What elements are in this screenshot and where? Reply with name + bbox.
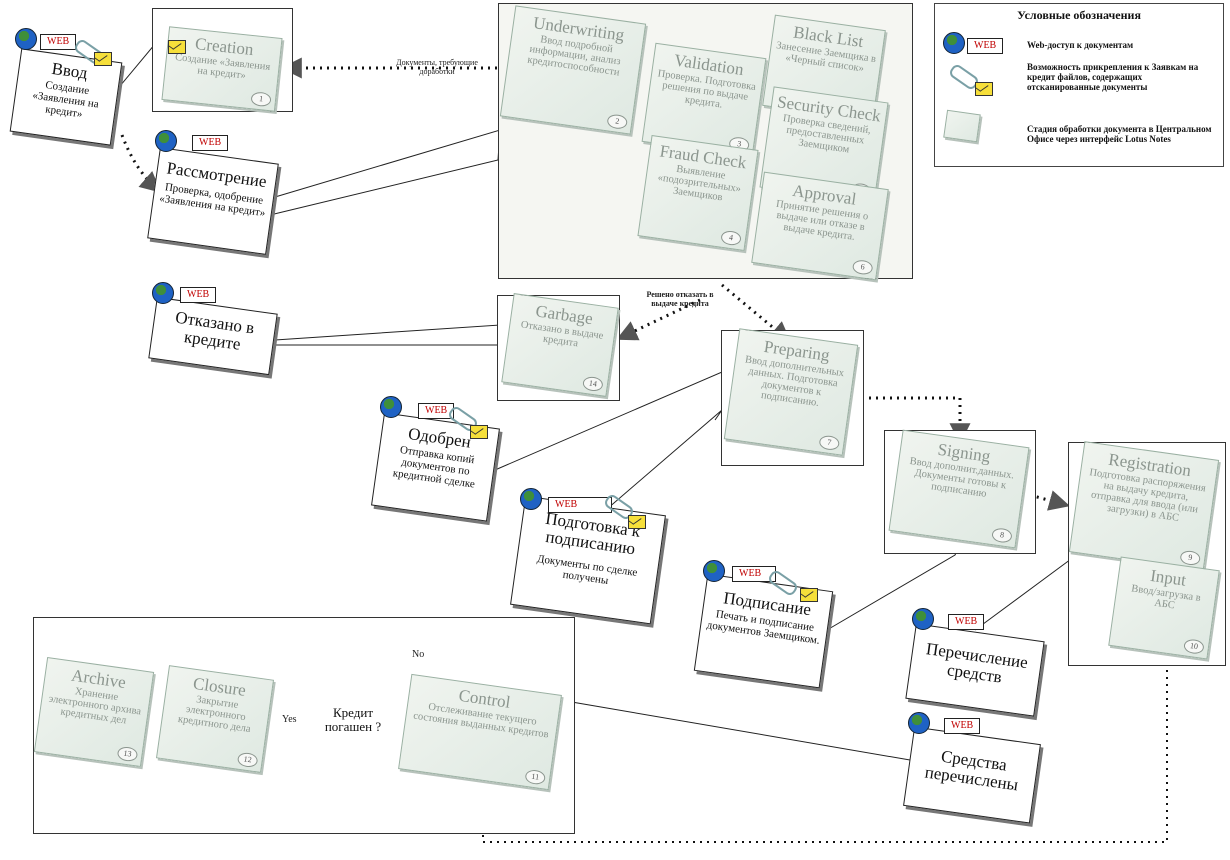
web-badge[interactable]: WEB xyxy=(948,614,985,630)
envelope-icon xyxy=(800,588,818,602)
globe-icon xyxy=(943,32,965,54)
stage-archive[interactable]: Archive Хранение электронного архива кре… xyxy=(33,656,155,768)
web-badge[interactable]: WEB xyxy=(418,403,455,419)
flow-to-control xyxy=(476,663,1168,843)
stage-number: 4 xyxy=(720,229,742,247)
legend-attach-desc: Возможность прикрепления к Заявкам на кр… xyxy=(1027,62,1199,92)
pointer-control xyxy=(559,699,911,761)
envelope-icon xyxy=(975,82,993,96)
stage-number: 8 xyxy=(991,527,1013,544)
callout-title: Перечисление средств xyxy=(924,639,1030,687)
globe-icon xyxy=(912,608,934,630)
stage-garbage[interactable]: Garbage Отказано в выдаче кредита 14 xyxy=(501,293,619,397)
web-badge[interactable]: WEB xyxy=(40,34,77,50)
envelope-icon xyxy=(168,40,186,54)
web-badge[interactable]: WEB xyxy=(180,287,217,303)
stage-number: 10 xyxy=(1183,638,1205,655)
flow-to-signing xyxy=(862,396,971,445)
globe-icon xyxy=(380,396,402,418)
legend-web-desc: Web-доступ к документам xyxy=(1027,40,1134,50)
stage-number: 14 xyxy=(582,375,604,393)
pointer-garbage xyxy=(274,324,501,346)
stage-number: 6 xyxy=(851,259,874,276)
stage-fraud[interactable]: Fraud Check Выявление «подозрительных» З… xyxy=(637,134,759,252)
pointer-main-panel xyxy=(264,129,501,216)
stage-registration[interactable]: Registration Подготовка распоряжения на … xyxy=(1068,441,1220,571)
stage-number: 2 xyxy=(606,113,629,130)
stage-underwriting[interactable]: Underwriting Ввод подробной информации, … xyxy=(499,5,647,135)
decision-yes-label: Yes xyxy=(280,714,299,725)
globe-icon xyxy=(152,282,174,304)
globe-icon xyxy=(908,712,930,734)
callout-rassmotrenie[interactable]: Рассмотрение Проверка, одобрение «Заявле… xyxy=(147,147,279,255)
stage-preparing[interactable]: Preparing Ввод дополнительных данных. По… xyxy=(723,328,859,456)
globe-icon xyxy=(703,560,725,582)
envelope-icon xyxy=(94,52,112,66)
stage-signing[interactable]: Signing Ввод дополнит.данных. Документы … xyxy=(888,429,1030,549)
web-badge[interactable]: WEB xyxy=(944,718,981,734)
web-badge[interactable]: WEB xyxy=(732,566,776,582)
globe-icon xyxy=(520,488,542,510)
stage-number: 12 xyxy=(236,751,259,769)
stage-number: 1 xyxy=(250,91,272,108)
web-badge[interactable]: WEB xyxy=(548,497,612,513)
stage-number: 11 xyxy=(524,768,547,786)
legend: Условные обозначения WEB Web-доступ к до… xyxy=(934,3,1224,167)
legend-stage-desc: Стадия обработки документа в Центральном… xyxy=(1027,124,1212,144)
callout-title: Средства перечислены xyxy=(923,746,1020,795)
globe-icon xyxy=(155,130,177,152)
stage-number: 13 xyxy=(116,745,139,763)
decision-text: Кредит погашен ? xyxy=(324,705,382,734)
envelope-icon xyxy=(628,515,646,529)
pointer-signing xyxy=(826,544,961,631)
flow-refused xyxy=(616,298,701,341)
label-refused: Решено отказать в выдаче кредита xyxy=(646,290,714,308)
decision-no-label: No xyxy=(410,649,427,660)
legend-title: Условные обозначения xyxy=(1017,8,1141,22)
stage-input[interactable]: Input Ввод/загрузка в АБС 10 xyxy=(1108,556,1220,660)
stage-approval[interactable]: Approval Принятие решения о выдаче или о… xyxy=(751,171,889,281)
label-rework: Документы, требующие доработки xyxy=(396,58,478,76)
web-badge[interactable]: WEB xyxy=(192,135,229,151)
stage-number: 7 xyxy=(818,434,841,452)
legend-stage-sample xyxy=(943,109,981,143)
globe-icon xyxy=(15,28,37,50)
legend-web-badge: WEB xyxy=(967,38,1004,54)
flow-vvod-rassmotrenie xyxy=(120,134,162,193)
stage-closure[interactable]: Closure Закрытие электронного кредитного… xyxy=(155,665,275,773)
envelope-icon xyxy=(470,425,488,439)
callout-title: Отказано в кредите xyxy=(174,307,256,354)
stage-number: 9 xyxy=(1179,549,1202,567)
